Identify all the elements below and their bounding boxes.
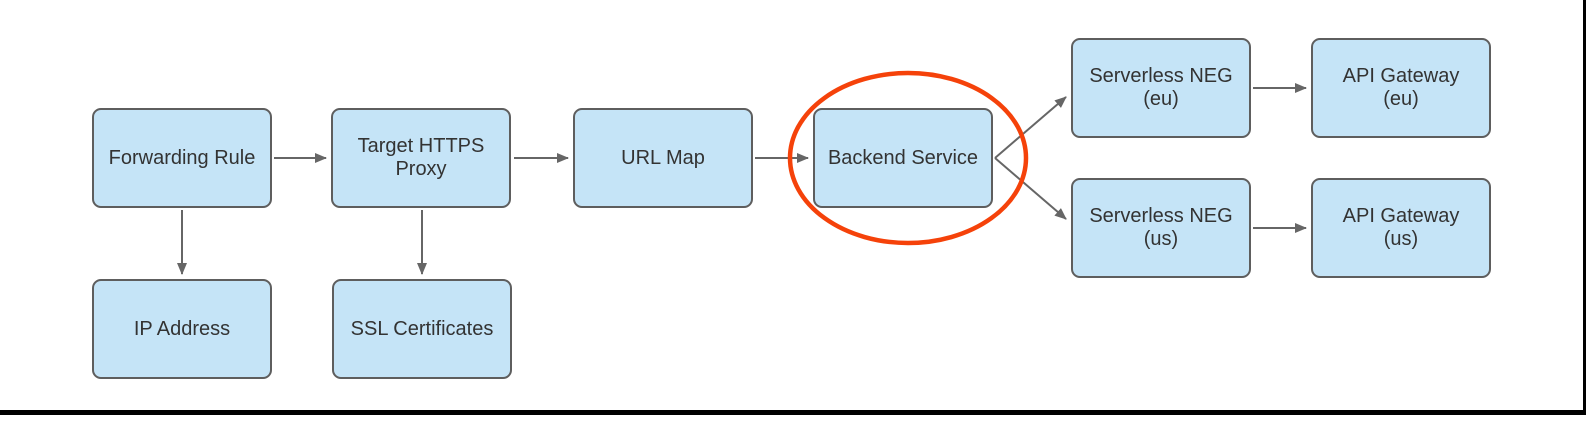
node-api-gateway-eu: API Gateway (eu) bbox=[1311, 38, 1491, 138]
node-label: Forwarding Rule bbox=[108, 146, 256, 169]
arrow-backend-to-neg-eu bbox=[994, 96, 1067, 159]
node-label: Proxy bbox=[395, 158, 447, 180]
node-url-map: URL Map bbox=[573, 108, 753, 208]
node-ip-address: IP Address bbox=[92, 279, 272, 379]
node-label: API Gateway bbox=[1342, 65, 1460, 87]
node-label: API Gateway bbox=[1342, 205, 1460, 227]
frame-bottom-border bbox=[0, 410, 1586, 415]
node-label: SSL Certificates bbox=[350, 317, 494, 340]
node-serverless-neg-eu: Serverless NEG (eu) bbox=[1071, 38, 1251, 138]
node-label: (us) bbox=[1383, 228, 1419, 250]
node-label: Target HTTPS bbox=[357, 135, 485, 157]
node-label: (us) bbox=[1143, 228, 1179, 250]
node-label: URL Map bbox=[621, 146, 705, 169]
node-label: IP Address bbox=[133, 317, 231, 340]
node-label: Serverless NEG bbox=[1089, 65, 1233, 87]
node-ssl-certificates: SSL Certificates bbox=[332, 279, 512, 379]
node-label: (eu) bbox=[1383, 88, 1419, 110]
arrow-backend-to-neg-us bbox=[994, 157, 1067, 220]
node-backend-service: Backend Service bbox=[813, 108, 993, 208]
node-serverless-neg-us: Serverless NEG (us) bbox=[1071, 178, 1251, 278]
node-forwarding-rule: Forwarding Rule bbox=[92, 108, 272, 208]
frame-right-border bbox=[1583, 0, 1586, 415]
node-label: (eu) bbox=[1143, 88, 1179, 110]
node-label: Backend Service bbox=[827, 146, 979, 169]
node-target-https-proxy: Target HTTPS Proxy bbox=[331, 108, 511, 208]
node-label: Serverless NEG bbox=[1089, 205, 1233, 227]
node-api-gateway-us: API Gateway (us) bbox=[1311, 178, 1491, 278]
